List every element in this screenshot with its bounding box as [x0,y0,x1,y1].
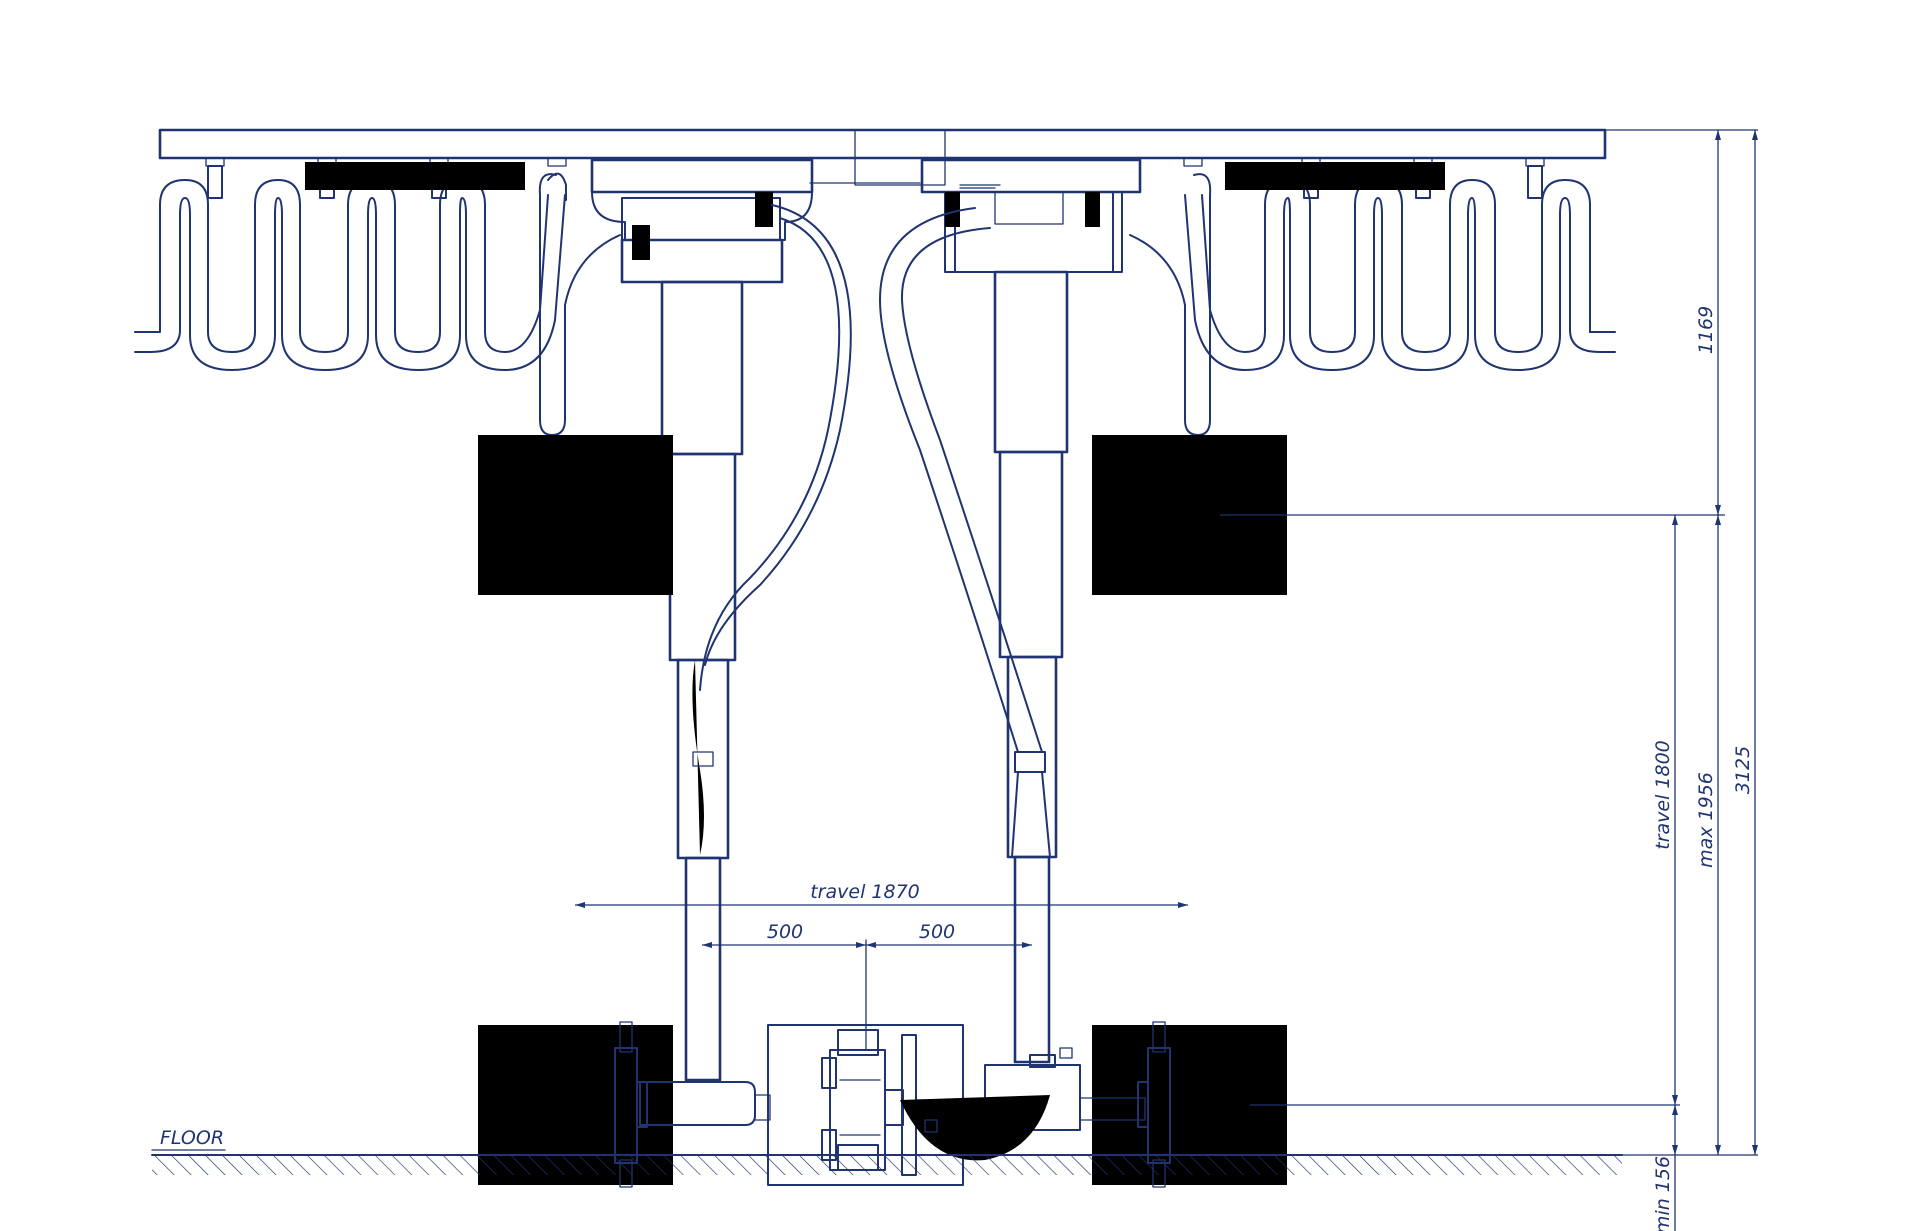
telescopic-mast-right [879,207,1069,1064]
telescopic-mast-left [660,204,852,1082]
dimension-travel-horizontal-label: travel 1870 [810,881,920,903]
dimension-max-label: max 1956 [1695,772,1717,868]
carriage-left [590,158,814,284]
wheel-box-left-top [478,435,673,595]
dimension-total-label: 3125 [1732,746,1754,794]
dimension-offset-left-label: 500 [767,921,803,943]
ceiling-beam [158,128,1607,189]
floor [151,1149,1623,1175]
drive-unit [639,939,1146,1186]
cable-festoon-left [134,172,621,436]
carriage-right [920,158,1142,273]
dimension-min-label: min 156 [1652,1156,1674,1231]
travel-centerlines [575,595,1188,1025]
festoon-trolleys-left [205,157,567,199]
cable-festoon-right [1129,157,1616,436]
dimension-offset-right-label: 500 [919,921,955,943]
floor-label: FLOOR [160,1127,224,1149]
dimension-extension-lines [1220,129,1758,1156]
dimension-top-label: 1169 [1695,306,1717,354]
dimension-travel-vertical-label: travel 1800 [1652,740,1674,850]
